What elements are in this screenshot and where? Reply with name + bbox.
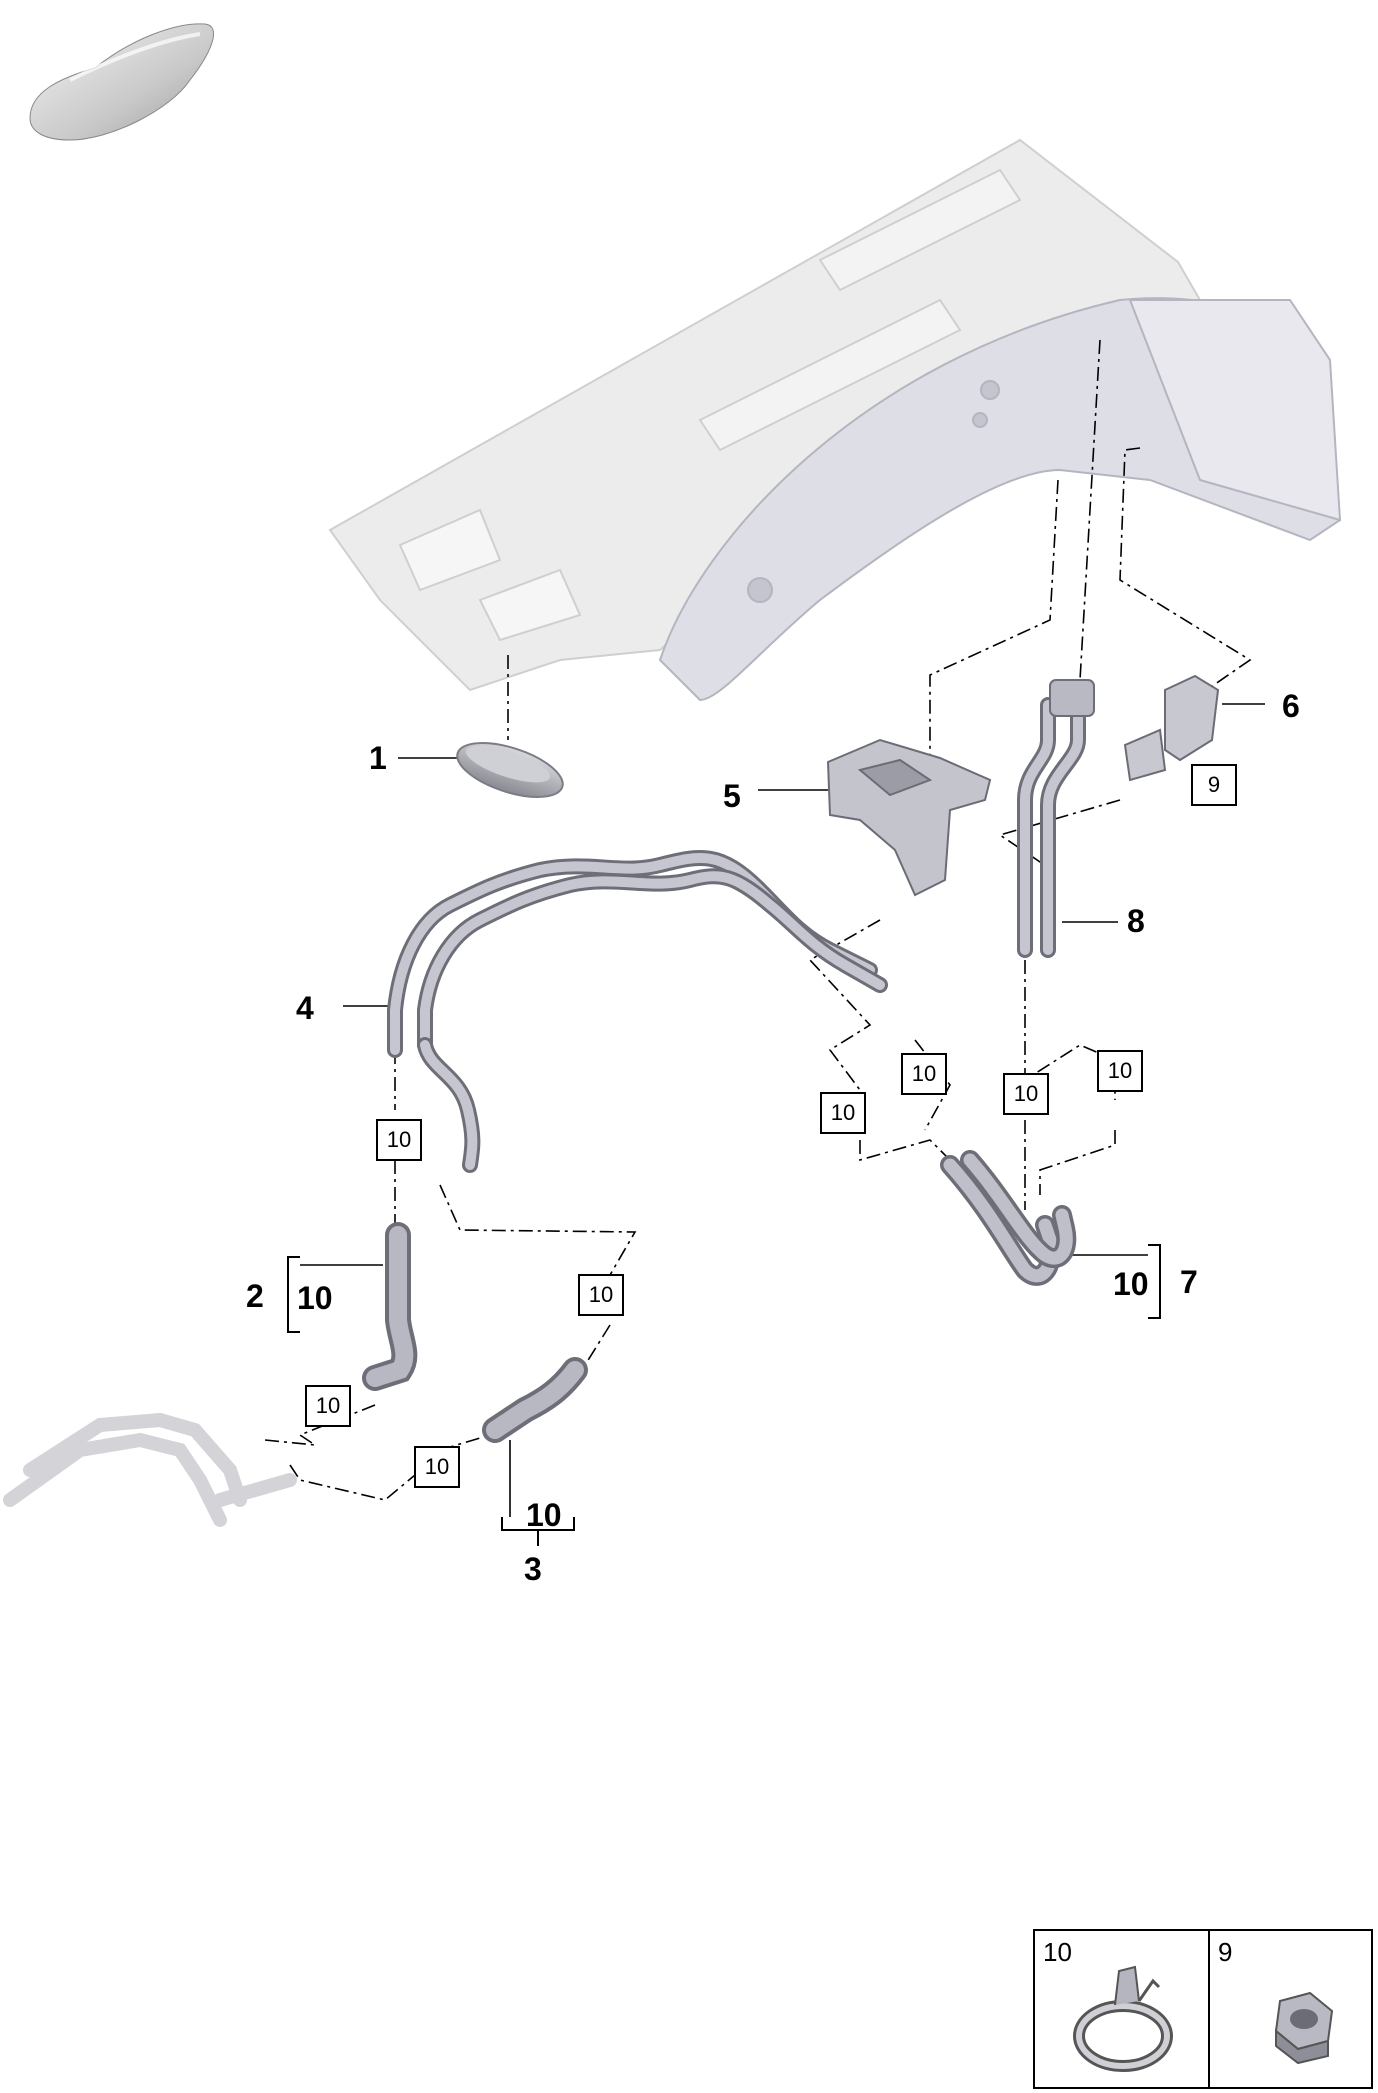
callout-brackets: [287, 1244, 1161, 1546]
hex-nut-icon: [1274, 1991, 1334, 2065]
existing-pipes-background: [3, 1412, 297, 1527]
car-thumbnail-icon: [29, 23, 215, 141]
callout-8: 8: [1127, 903, 1145, 939]
ref-box-10: 10: [376, 1119, 422, 1161]
part-7-hose-pair: [940, 1150, 1077, 1286]
part-5-bracket: [826, 738, 992, 897]
callout-5: 5: [723, 778, 741, 814]
callout-3-sub: 10: [526, 1497, 562, 1533]
ref-box-9: 9: [1191, 764, 1237, 806]
legend-cell-nut: 9: [1210, 1931, 1371, 2087]
fastener-legend: 10 9: [1033, 1929, 1373, 2089]
ref-box-10: 10: [578, 1274, 624, 1316]
ref-box-10: 10: [414, 1446, 460, 1488]
part-1-oval-plug: [456, 742, 564, 798]
callout-7-sub: 10: [1113, 1266, 1149, 1302]
callout-1: 1: [369, 740, 387, 776]
ref-box-10: 10: [305, 1385, 351, 1427]
floor-pan-assembly: [328, 138, 1202, 692]
part-2-hose: [362, 1222, 418, 1391]
wheel-arch-liner: [658, 297, 1342, 702]
legend-cell-clamp: 10: [1035, 1931, 1210, 2087]
callout-2: 2: [246, 1278, 264, 1314]
part-4-pipe-pair: [387, 850, 888, 1173]
callout-4: 4: [296, 990, 314, 1026]
callout-7: 7: [1180, 1264, 1198, 1300]
callout-6: 6: [1282, 688, 1300, 724]
ref-box-10: 10: [901, 1053, 947, 1095]
ref-box-10: 10: [1003, 1073, 1049, 1115]
ref-box-10: 10: [820, 1092, 866, 1134]
callout-lines: [300, 703, 1265, 1517]
legend-label: 9: [1218, 1937, 1233, 1967]
ref-box-10: 10: [1097, 1050, 1143, 1092]
callout-3: 3: [524, 1551, 542, 1587]
callout-2-sub: 10: [297, 1280, 333, 1316]
legend-label: 10: [1043, 1937, 1072, 1967]
part-3-hose: [482, 1357, 588, 1443]
part-8-pipe-pair: [1017, 679, 1095, 958]
part-6-bracket: [1123, 674, 1220, 782]
leader-lines: [264, 339, 1252, 1501]
hose-clamp-icon: [1073, 1965, 1173, 2072]
